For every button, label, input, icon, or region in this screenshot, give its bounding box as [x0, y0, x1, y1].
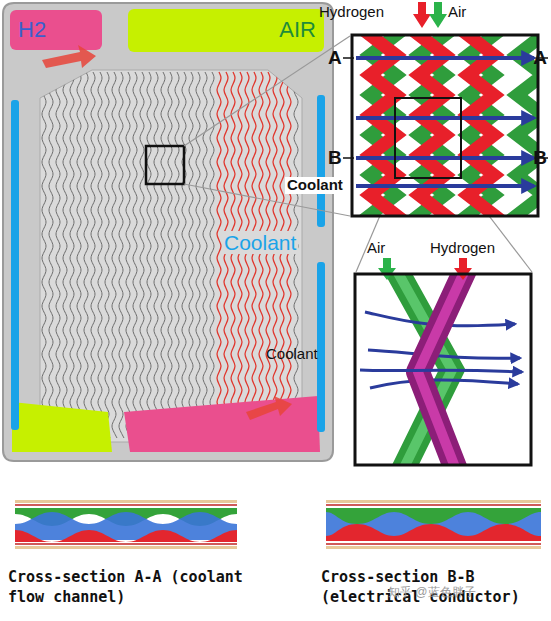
coolant-label: Coolant: [266, 346, 318, 363]
flow-channel: [175, 72, 180, 438]
coolant-manifold: [317, 262, 325, 432]
coolant-arrow: [370, 380, 518, 388]
manifold-label: H2: [18, 18, 46, 42]
flow-channels: [42, 72, 299, 438]
section-letter: A: [328, 48, 342, 69]
hydrogen-channel: [419, 35, 445, 216]
coolant-arrow: [368, 350, 520, 358]
flow-channel: [252, 72, 257, 438]
air-channel: [419, 35, 445, 216]
air-inlet-arrow: [429, 2, 447, 28]
flow-channel: [203, 72, 208, 438]
flow-channel: [259, 72, 264, 438]
flow-channel: [147, 72, 152, 438]
flow-channel: [49, 72, 54, 438]
manifold-box: AIR: [128, 9, 324, 52]
flow-channel: [266, 72, 271, 438]
flow-channel: [182, 72, 187, 438]
fluid-label: Air: [448, 4, 466, 21]
h2-manifold: [10, 10, 102, 50]
zoom-frame: [352, 35, 538, 216]
flow-channel: [105, 72, 110, 438]
fluid-label: Hydrogen: [319, 4, 384, 21]
hydrogen-channel: [468, 35, 494, 216]
separator-plate: [3, 3, 333, 461]
air-channel: [370, 35, 396, 216]
section-letter: B: [328, 148, 342, 169]
hydrogen-inlet-arrow: [413, 2, 431, 28]
flow-channel: [245, 72, 250, 438]
active-area: [40, 70, 302, 442]
flow-channel: [196, 72, 201, 438]
channel-zigzag: [370, 35, 538, 216]
air-manifold: [128, 9, 324, 52]
flow-channel: [140, 72, 145, 438]
flow-channel: [77, 72, 82, 438]
flow-channel: [112, 72, 117, 438]
flow-channel: [91, 72, 96, 438]
flow-channel: [70, 72, 75, 438]
flow-arrow: [42, 45, 96, 68]
leader-line: [184, 36, 350, 146]
coolant-label: Coolant: [222, 231, 298, 254]
flow-channel: [224, 72, 229, 438]
flow-channel: [133, 72, 138, 438]
flow-channel: [168, 72, 173, 438]
flow-channel: [231, 72, 236, 438]
flow-channel: [154, 72, 159, 438]
coolant-manifold: [11, 100, 19, 430]
flow-channel: [273, 72, 278, 438]
manifold-box: H2: [10, 10, 102, 50]
flow-channel: [42, 72, 47, 438]
flow-channel: [56, 72, 61, 438]
flow-channel: [280, 72, 285, 438]
flow-channel: [238, 72, 243, 438]
flow-channel: [119, 72, 124, 438]
h2-outlet: [124, 396, 320, 452]
detail-frame: [146, 146, 184, 184]
zoom-frame: [355, 274, 531, 465]
flow-channel: [84, 72, 89, 438]
section-letter: B: [533, 148, 547, 169]
flow-channel: [189, 72, 194, 438]
flow-channel: [294, 72, 299, 438]
flow-channel: [217, 72, 222, 438]
cross-section-bb: [326, 500, 541, 549]
hydrogen-channel: [370, 35, 396, 216]
coolant-manifold: [317, 95, 325, 227]
flow-arrow: [246, 396, 292, 420]
coolant-arrow: [356, 58, 534, 186]
air-channel: [468, 35, 494, 216]
hydrogen-inlet-arrow: [454, 258, 472, 280]
coolant-label: Coolant: [285, 177, 345, 194]
flow-channel: [98, 72, 103, 438]
air-inlet-arrow: [378, 258, 396, 280]
flow-channel: [287, 72, 292, 438]
fluid-label: Air: [367, 240, 385, 257]
flow-channel: [63, 72, 68, 438]
section-letter: A: [533, 48, 547, 69]
flow-channel: [161, 72, 166, 438]
flow-channel: [126, 72, 131, 438]
manifold-label: AIR: [279, 18, 316, 42]
watermark: 知乎 @蓝色胖子: [388, 586, 476, 599]
cross-section-aa: [15, 500, 237, 549]
fluid-label: Hydrogen: [430, 240, 495, 257]
air-outlet: [12, 402, 112, 452]
section-caption: Cross-section A-A (coolant flow channel): [8, 568, 248, 607]
